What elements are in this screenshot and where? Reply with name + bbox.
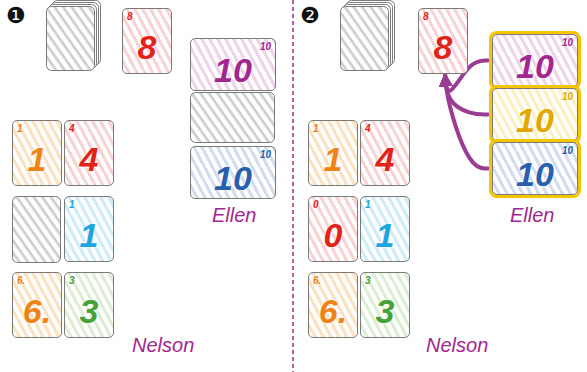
card-number: 10 bbox=[497, 156, 573, 192]
label-holder: Nelson bbox=[132, 334, 194, 357]
card-number: 10 bbox=[195, 52, 271, 88]
corner-index: 1 bbox=[365, 199, 405, 210]
number-card: 6.6. bbox=[12, 272, 62, 338]
player-name: Ellen bbox=[510, 204, 554, 227]
card-number: 1 bbox=[69, 210, 109, 259]
corner-index: 8 bbox=[127, 11, 167, 22]
label-holder: Ellen bbox=[212, 204, 256, 227]
step-number: ❶ bbox=[6, 3, 26, 28]
corner-index: 10 bbox=[195, 41, 271, 52]
number-card: 44 bbox=[360, 120, 410, 186]
card-number: 0 bbox=[313, 210, 353, 259]
number-card: 33 bbox=[360, 272, 410, 338]
number-card: 6.6. bbox=[308, 272, 358, 338]
number-card: 88 bbox=[122, 8, 172, 74]
corner-index: 10 bbox=[497, 145, 573, 156]
label-holder: ❷ bbox=[300, 3, 320, 28]
face-down-card bbox=[13, 197, 61, 263]
label-holder: Nelson bbox=[426, 334, 488, 357]
card-number: 8 bbox=[423, 22, 463, 71]
step-number: ❷ bbox=[300, 3, 320, 28]
number-card: 1010 bbox=[492, 142, 578, 195]
number-card: 33 bbox=[64, 272, 114, 338]
corner-index: 4 bbox=[365, 123, 405, 134]
play-arrow bbox=[445, 74, 488, 169]
draw-pile bbox=[341, 1, 395, 71]
corner-index: 3 bbox=[69, 275, 109, 286]
corner-index: 0 bbox=[313, 199, 353, 210]
player-name: Nelson bbox=[132, 334, 194, 357]
number-card: 88 bbox=[418, 8, 468, 74]
card-number: 1 bbox=[365, 210, 405, 259]
number-card: 1010 bbox=[492, 88, 578, 141]
number-card: 11 bbox=[360, 196, 410, 262]
corner-index: 8 bbox=[423, 11, 463, 22]
card-number: 3 bbox=[365, 286, 405, 335]
corner-index: 10 bbox=[195, 149, 271, 160]
corner-index: 10 bbox=[497, 37, 573, 48]
number-card: 1010 bbox=[190, 146, 276, 199]
card-number: 10 bbox=[497, 48, 573, 84]
corner-index: 3 bbox=[365, 275, 405, 286]
player-name: Ellen bbox=[212, 204, 256, 227]
corner-index: 1 bbox=[313, 123, 353, 134]
face-down-card bbox=[191, 93, 275, 143]
card-number: 3 bbox=[69, 286, 109, 335]
card-number: 4 bbox=[69, 134, 109, 183]
card-number: 1 bbox=[17, 134, 57, 183]
number-card: 11 bbox=[12, 120, 62, 186]
corner-index: 6. bbox=[17, 275, 57, 286]
player-name: Nelson bbox=[426, 334, 488, 357]
corner-index: 4 bbox=[69, 123, 109, 134]
number-card: 11 bbox=[308, 120, 358, 186]
card-number: 10 bbox=[195, 160, 271, 196]
corner-index: 1 bbox=[69, 199, 109, 210]
number-card: 1010 bbox=[492, 34, 578, 87]
corner-index: 10 bbox=[497, 91, 573, 102]
card-number: 4 bbox=[365, 134, 405, 183]
card-number: 8 bbox=[127, 22, 167, 71]
label-holder: ❶ bbox=[6, 3, 26, 28]
card-number: 6. bbox=[313, 286, 353, 335]
number-card: 00 bbox=[308, 196, 358, 262]
number-card: 11 bbox=[64, 196, 114, 262]
panel-divider bbox=[292, 0, 294, 372]
draw-pile bbox=[47, 1, 101, 71]
corner-index: 1 bbox=[17, 123, 57, 134]
card-number: 6. bbox=[17, 286, 57, 335]
corner-index: 6. bbox=[313, 275, 353, 286]
label-holder: Ellen bbox=[510, 204, 554, 227]
card-number: 10 bbox=[497, 102, 573, 138]
number-card: 44 bbox=[64, 120, 114, 186]
card-number: 1 bbox=[313, 134, 353, 183]
number-card: 1010 bbox=[190, 38, 276, 91]
